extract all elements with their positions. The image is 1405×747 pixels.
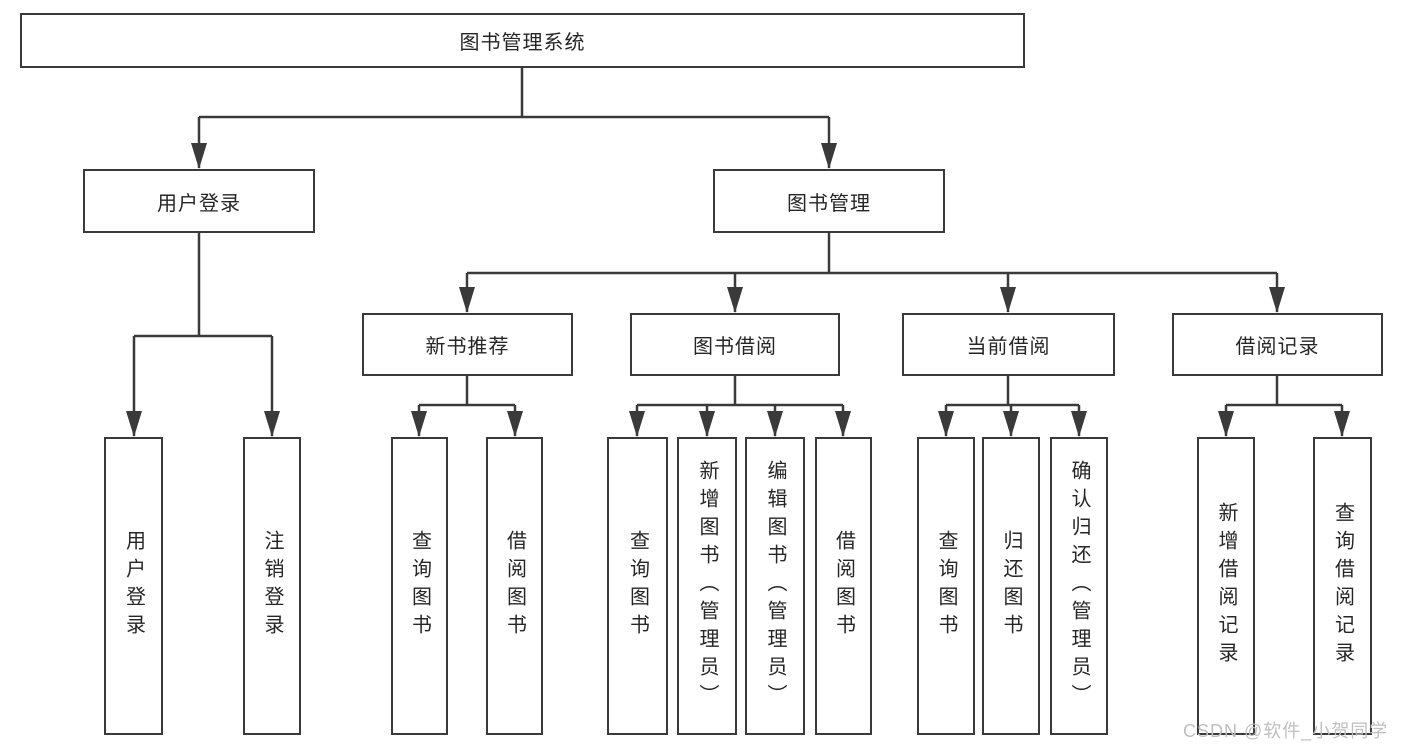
node-root-system: 图书管理系统 [20, 13, 1025, 68]
node-label: 图书管理 [787, 192, 871, 215]
node-label: 用户登录 [122, 530, 145, 642]
node-label: 查询图书 [935, 530, 957, 642]
node-leaf-query-borrow-record: 查询借阅记录 [1313, 437, 1372, 735]
node-leaf-add-book-admin: 新增图书（管理员） [677, 437, 737, 735]
node-book-borrow: 图书借阅 [630, 313, 840, 376]
node-label: 确认归还（管理员） [1068, 460, 1090, 712]
edges-book-management [459, 233, 1285, 313]
node-leaf-edit-book-admin: 编辑图书（管理员） [745, 437, 805, 735]
node-leaf-return-book: 归还图书 [982, 437, 1040, 735]
node-label: 借阅图书 [832, 530, 855, 642]
node-leaf-query-books-1: 查询图书 [391, 437, 448, 735]
edges-user-login [126, 233, 280, 437]
node-leaf-query-books-3: 查询图书 [917, 437, 975, 735]
node-label: 借阅记录 [1235, 336, 1320, 358]
node-label: 新增借阅记录 [1215, 502, 1237, 670]
node-current-borrow: 当前借阅 [902, 313, 1115, 376]
node-label: 借阅图书 [503, 530, 526, 642]
node-label: 用户登录 [157, 192, 241, 215]
node-label: 新增图书（管理员） [696, 460, 718, 712]
node-leaf-query-books-2: 查询图书 [607, 437, 668, 735]
node-label: 查询图书 [408, 530, 431, 642]
node-borrow-records: 借阅记录 [1172, 313, 1383, 376]
node-leaf-add-borrow-record: 新增借阅记录 [1197, 437, 1255, 735]
node-leaf-borrow-books-2: 借阅图书 [815, 437, 872, 735]
node-label: 图书借阅 [693, 336, 777, 358]
edges-borrow-records [1218, 376, 1350, 437]
node-label: 新书推荐 [425, 336, 510, 358]
edges-root [191, 68, 837, 169]
node-leaf-borrow-books-1: 借阅图书 [486, 437, 543, 735]
node-leaf-user-login: 用户登录 [104, 437, 163, 735]
edges-book-borrow [629, 376, 851, 437]
node-leaf-logout: 注销登录 [243, 437, 301, 735]
node-user-login: 用户登录 [83, 169, 315, 233]
node-label: 查询借阅记录 [1331, 502, 1354, 670]
node-label: 归还图书 [1000, 530, 1022, 642]
node-leaf-confirm-return-admin: 确认归还（管理员） [1050, 437, 1108, 735]
csdn-watermark: CSDN @软件_小贺同学 [1183, 721, 1389, 741]
node-label: 查询图书 [626, 530, 649, 642]
node-book-management: 图书管理 [713, 169, 945, 233]
node-label: 编辑图书（管理员） [764, 460, 786, 712]
node-label: 注销登录 [261, 530, 283, 642]
edges-current-borrow [938, 376, 1087, 437]
node-new-book-recommend: 新书推荐 [362, 313, 573, 376]
node-label: 当前借阅 [966, 336, 1051, 358]
node-label: 图书管理系统 [459, 32, 586, 54]
edges-new-book-recommend [411, 376, 523, 437]
